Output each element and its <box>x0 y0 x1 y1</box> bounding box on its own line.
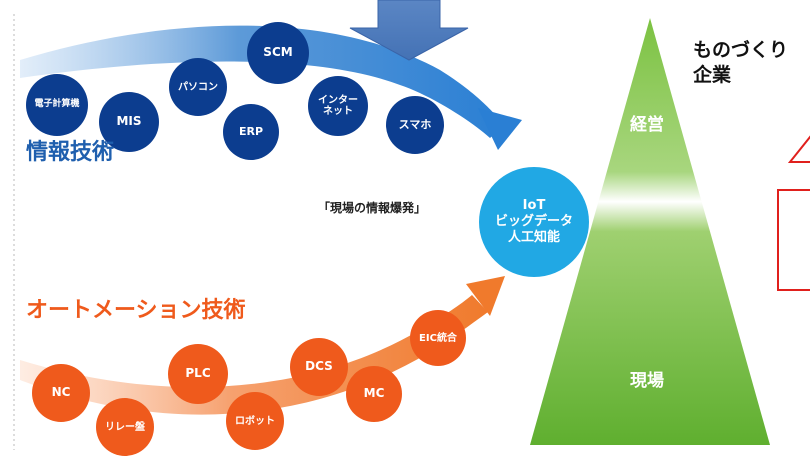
it-node-smartphone: スマホ <box>386 96 444 154</box>
explosion-label: 「現場の情報爆発」 <box>318 201 427 215</box>
ot-node-mc: MC <box>346 366 402 422</box>
management-pyramid <box>530 18 770 445</box>
it-node-computer: 電子計算機 <box>26 74 88 136</box>
it-sweep-band <box>20 25 505 138</box>
ot-node-eic: EIC統合 <box>410 310 466 366</box>
pyramid-top-label: 経営 <box>630 115 664 135</box>
ot-node-robot: ロボット <box>226 392 284 450</box>
callout-box <box>777 189 810 291</box>
it-arrow-head <box>478 108 522 150</box>
it-node-scm: SCM <box>247 22 309 84</box>
ot-section-title: オートメーション技術 <box>26 298 246 323</box>
ot-node-dcs: DCS <box>290 338 348 396</box>
ot-sweep-band <box>20 295 488 415</box>
it-node-internet: インター ネット <box>308 76 368 136</box>
callout-pointer <box>787 135 810 163</box>
ot-node-plc: PLC <box>168 344 228 404</box>
manufacturer-label: ものづくり 企業 <box>693 39 789 86</box>
ot-node-nc: NC <box>32 364 90 422</box>
it-section-title: 情報技術 <box>26 140 115 165</box>
hub-iot-bigdata-ai: IoT ビッグデータ 人工知能 <box>479 167 589 277</box>
it-node-pc: パソコン <box>169 58 227 116</box>
it-node-mis: MIS <box>99 92 159 152</box>
pyramid-bottom-label: 現場 <box>630 371 664 391</box>
ot-node-relay: リレー盤 <box>96 398 154 456</box>
it-node-erp: ERP <box>223 104 279 160</box>
ot-arrow-head <box>466 276 505 316</box>
down-arrow <box>349 0 469 61</box>
